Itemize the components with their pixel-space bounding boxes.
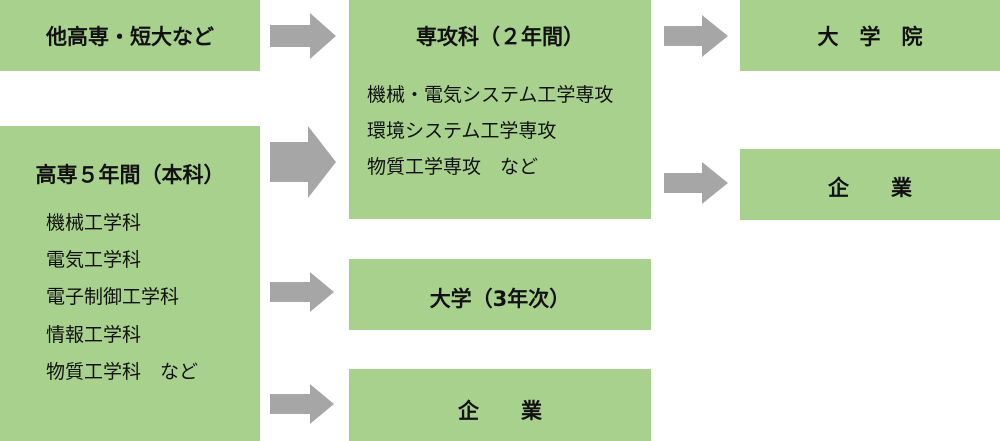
- node-other-kosen-title: 他高専・短大など: [46, 25, 214, 49]
- node-other-kosen: 他高専・短大など: [0, 0, 260, 71]
- advanced-major-materials: 物質工学専攻 など: [367, 156, 539, 178]
- arrow-other-to-advanced: [270, 13, 336, 59]
- node-graduate-school: 大 学 院: [740, 0, 1000, 71]
- arrow-advanced-to-graduate: [664, 15, 728, 57]
- kosen-dept-electrical: 電気工学科: [46, 249, 142, 271]
- kosen-dept-mechanical: 機械工学科: [46, 212, 142, 234]
- arrow-kosen-to-company: [270, 384, 334, 424]
- node-company-right-title: 企 業: [828, 176, 912, 200]
- arrow-advanced-to-company: [664, 162, 728, 204]
- node-company-right: 企 業: [740, 149, 1000, 220]
- node-kosen-main: 高専５年間（本科） 機械工学科 電気工学科 電子制御工学科 情報工学科 物質工学…: [0, 126, 260, 441]
- node-company-lower-title: 企 業: [458, 399, 542, 423]
- kosen-dept-materials: 物質工学科 など: [46, 361, 199, 383]
- node-university-3rd-year-title: 大学（3年次）: [429, 287, 571, 311]
- node-company-lower: 企 業: [349, 369, 651, 441]
- node-advanced-course-title: 専攻科（２年間）: [416, 25, 584, 49]
- kosen-dept-electronic-control: 電子制御工学科: [46, 286, 180, 308]
- arrow-kosen-to-advanced: [270, 126, 336, 198]
- node-graduate-school-title: 大 学 院: [817, 25, 923, 49]
- node-advanced-course: 専攻科（２年間） 機械・電気システム工学専攻 環境システム工学専攻 物質工学専攻…: [349, 0, 651, 219]
- advanced-major-environmental: 環境システム工学専攻: [367, 120, 557, 142]
- node-kosen-main-title: 高専５年間（本科）: [35, 163, 225, 187]
- advanced-major-mech-elec: 機械・電気システム工学専攻: [367, 84, 614, 106]
- node-university-3rd-year: 大学（3年次）: [349, 259, 651, 330]
- kosen-dept-information: 情報工学科: [46, 324, 142, 346]
- arrow-kosen-to-university: [270, 272, 334, 312]
